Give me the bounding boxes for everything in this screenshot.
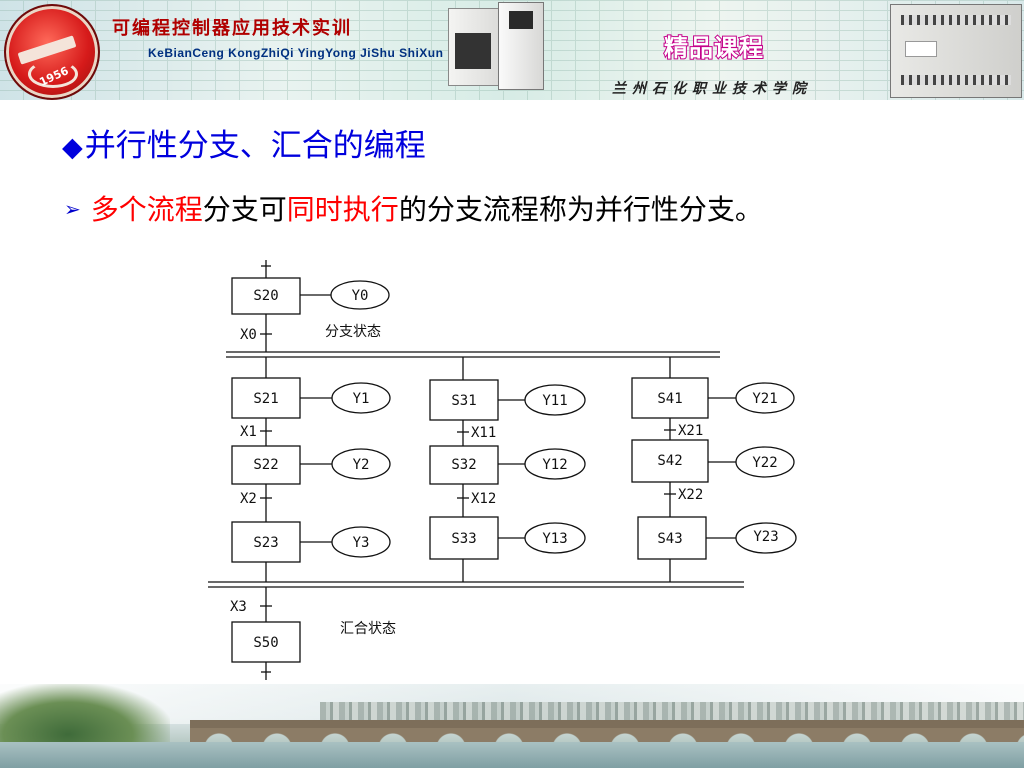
school-logo: 1956 — [4, 4, 100, 100]
sfc-svg: S20 Y0 X0 分支状态 S21 Y1 X1 S22 Y2 X2 S23 Y… — [208, 260, 797, 680]
transition-x3: X3 — [230, 599, 247, 615]
step-s23: S23 — [253, 535, 278, 551]
step-s22: S22 — [253, 457, 278, 473]
transition-x0: X0 — [240, 327, 257, 343]
plc-module-image — [448, 8, 500, 86]
header-banner: 1956 可编程控制器应用技术实训 KeBianCeng KongZhiQi Y… — [0, 0, 1024, 100]
footer-river-bridge-image — [0, 684, 1024, 768]
merge-state-label: 汇合状态 — [340, 621, 396, 637]
bridge-arches — [190, 728, 1024, 742]
river-water — [0, 742, 1024, 768]
output-y22: Y22 — [752, 455, 777, 471]
heading-text: 并行性分支、汇合的编程 — [84, 128, 426, 164]
output-y1: Y1 — [353, 391, 370, 407]
step-s32: S32 — [451, 457, 476, 473]
step-s21: S21 — [253, 391, 278, 407]
output-y12: Y12 — [542, 457, 567, 473]
arrow-bullet-icon: ➢ — [64, 197, 81, 221]
step-s41: S41 — [657, 391, 682, 407]
quality-course-badge: 精品课程 — [663, 33, 764, 63]
output-y11: Y11 — [542, 393, 567, 409]
slide-heading: ◆并行性分支、汇合的编程 — [62, 120, 426, 165]
step-s20: S20 — [253, 288, 278, 304]
step-s31: S31 — [451, 393, 476, 409]
transition-x11: X11 — [471, 425, 496, 441]
bullet-text-1: 分支可 — [202, 193, 287, 226]
bullet-text-2: 的分支流程称为并行性分支。 — [398, 193, 763, 226]
bullet-highlight-1: 多个流程 — [90, 193, 203, 226]
plc-module-image-2 — [498, 2, 544, 90]
step-s50: S50 — [253, 635, 278, 651]
bullet-highlight-2: 同时执行 — [286, 193, 399, 226]
transition-x1: X1 — [240, 424, 257, 440]
step-s42: S42 — [657, 453, 682, 469]
transition-x2: X2 — [240, 491, 257, 507]
output-y13: Y13 — [542, 531, 567, 547]
output-y21: Y21 — [752, 391, 777, 407]
transition-x22: X22 — [678, 487, 703, 503]
transition-x12: X12 — [471, 491, 496, 507]
course-pinyin: KeBianCeng KongZhiQi YingYong JiShu ShiX… — [148, 46, 444, 60]
branch-state-label: 分支状态 — [325, 324, 381, 340]
transition-x21: X21 — [678, 423, 703, 439]
step-s43: S43 — [657, 531, 682, 547]
output-y3: Y3 — [353, 535, 370, 551]
output-y23: Y23 — [753, 529, 778, 545]
parallel-branch-sfc-diagram: S20 Y0 X0 分支状态 S21 Y1 X1 S22 Y2 X2 S23 Y… — [208, 252, 804, 684]
school-name: 兰州石化职业技术学院 — [612, 81, 812, 97]
logo-ring — [28, 60, 78, 88]
bridge-deck — [190, 720, 1024, 728]
course-title: 可编程控制器应用技术实训 — [112, 18, 352, 39]
bullet-point: ➢ 多个流程分支可同时执行的分支流程称为并行性分支。 — [64, 188, 763, 228]
city-skyline — [320, 702, 1024, 724]
output-y0: Y0 — [352, 288, 369, 304]
step-s33: S33 — [451, 531, 476, 547]
plc-unit-image — [890, 4, 1022, 98]
output-y2: Y2 — [353, 457, 370, 473]
diamond-bullet-icon: ◆ — [62, 132, 83, 163]
